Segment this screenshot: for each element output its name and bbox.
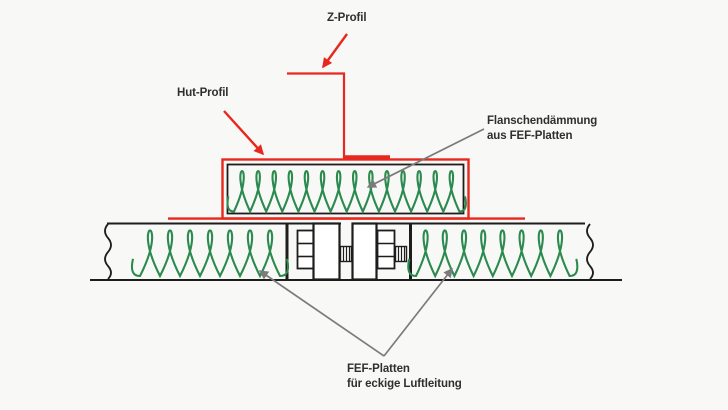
- nut: [376, 229, 396, 270]
- flange-plate-left: [312, 222, 341, 281]
- callout-arrows: [223, 33, 485, 357]
- break-line-left: [104, 223, 112, 280]
- z-profil-line: [287, 72, 346, 158]
- fef-pointer-left-arrow: [258, 270, 385, 357]
- duct-insulation-coil-left: [130, 229, 290, 279]
- flansch-daemmung-label-line2: aus FEF-Platten: [487, 130, 573, 142]
- flange-gasket-coil: [226, 170, 467, 215]
- fef-pointer-right-arrow: [383, 267, 453, 357]
- flansch-daemmung-label: Flanschendämmung aus FEF-Platten: [487, 114, 597, 144]
- flange-bolt-assembly: [285, 222, 412, 281]
- flange-plate-right: [351, 222, 378, 281]
- z-profil-arrow: [322, 33, 348, 69]
- fef-platten-label: FEF-Platten für eckige Luftleitung: [347, 362, 462, 392]
- hut-profil-label: Hut-Profil: [177, 87, 229, 99]
- z-profil-label: Z-Profil: [327, 12, 367, 24]
- fef-platten-label-line2: für eckige Luftleitung: [347, 378, 462, 390]
- bolt-head: [296, 229, 315, 270]
- red-profiles: [168, 72, 525, 220]
- hut-profil-arrow: [223, 110, 265, 156]
- break-line-right: [586, 223, 594, 280]
- fef-platten-label-line1: FEF-Platten: [347, 363, 410, 375]
- hut-profil-inner-liner: [226, 163, 465, 215]
- flansch-daemmung-label-line1: Flanschendämmung: [487, 115, 598, 127]
- duct-insulation-coil-right: [407, 229, 579, 279]
- flansch-pointer-arrow: [366, 128, 485, 188]
- fef-insulation: [130, 170, 579, 279]
